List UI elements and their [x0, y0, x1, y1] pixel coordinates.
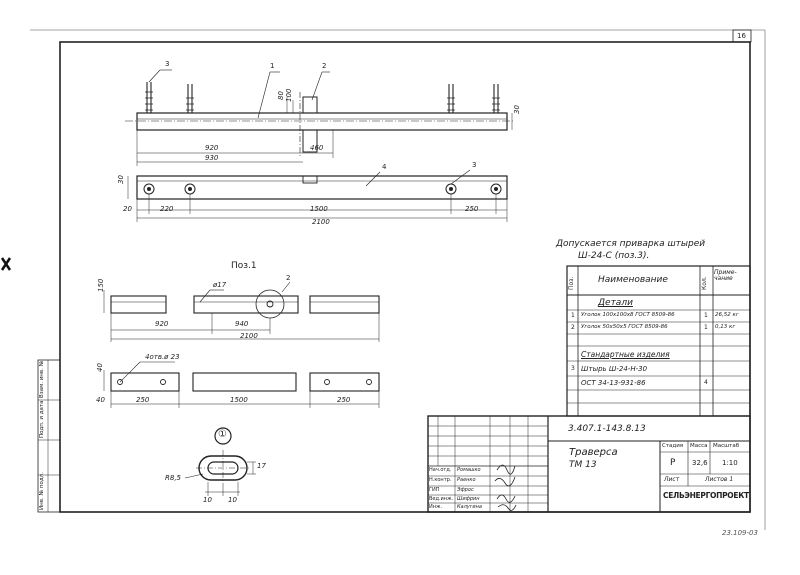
role-2: Н.контр.	[429, 477, 452, 483]
dim-2100-top: 2100	[312, 218, 330, 226]
leader-4: 4	[382, 163, 387, 171]
scale-value: 1:10	[722, 459, 738, 467]
signature-1	[496, 464, 516, 475]
spec-row1-note: 26,52 кг	[715, 312, 739, 318]
dim-2100-mid: 2100	[240, 332, 258, 340]
leader-2-detail: 2	[286, 274, 291, 282]
mass-value: 32,6	[692, 459, 708, 467]
footer-code: 23.109-03	[722, 529, 758, 537]
note-line1: Допускается приварка штырей	[556, 239, 706, 249]
dim-20: 20	[123, 205, 132, 213]
side-label-1: Взам. инв. №	[39, 360, 45, 398]
spec-row2-pos: 2	[571, 324, 575, 331]
section-1-slot	[184, 427, 256, 496]
signature-3	[496, 494, 516, 503]
mass-header: Масса	[690, 443, 708, 449]
spec-row3-name1: Штырь Ш-24-Н-30	[581, 365, 648, 373]
name-1: Ромашко	[457, 467, 481, 473]
dim-1500: 1500	[310, 205, 328, 213]
spec-row3-qty: 4	[704, 379, 708, 386]
spec-col-note: Приме-чание	[714, 269, 737, 282]
edge-mark	[0, 257, 12, 271]
dim-40-b: 40	[96, 396, 105, 404]
spec-group2: Стандартные изделия	[581, 350, 670, 359]
dim-1500-b: 1500	[230, 396, 248, 404]
organization: СЕЛЬЭНЕРГОПРОЕКТ	[663, 491, 749, 500]
role-3: ГИП	[429, 487, 440, 493]
spec-row2-note: 0,13 кг	[715, 324, 736, 330]
dim-10-a: 10	[203, 496, 212, 504]
dim-40-a: 40	[96, 363, 104, 372]
spec-row1-qty: 1	[704, 312, 708, 319]
role-1: Нач.отд.	[429, 467, 452, 473]
beam-elevation	[125, 69, 515, 166]
title-line2: ТМ 13	[569, 460, 597, 470]
dim-phi17: ø17	[213, 281, 227, 289]
beam-plan	[127, 169, 508, 222]
leader-1: 1	[270, 62, 275, 70]
dim-100: 100	[285, 88, 293, 102]
dim-250-r: 250	[337, 396, 351, 404]
dim-920-mid: 920	[155, 320, 169, 328]
dim-940: 940	[235, 320, 249, 328]
spec-row3-pos: 3	[571, 365, 575, 372]
note-line2: Ш-24-С (поз.3).	[578, 251, 650, 261]
spec-col-qty: Кол.	[701, 276, 708, 290]
leader-2: 2	[322, 62, 327, 70]
dim-250-l: 250	[136, 396, 150, 404]
name-3: Эфрос	[457, 487, 474, 493]
section-mark: ①	[218, 429, 227, 440]
title-line1: Траверса	[569, 447, 618, 458]
sheets-label: Листов 1	[705, 476, 734, 483]
dim-r85: R8,5	[165, 474, 181, 482]
page-number: 16	[737, 32, 746, 40]
dim-930: 930	[205, 154, 219, 162]
side-label-3: Инв. № подл.	[39, 472, 45, 510]
stage-value: Р	[670, 458, 676, 468]
dim-holes: 4отв.ø 23	[145, 353, 180, 361]
spec-row2-name: Уголок 50х50х5 ГОСТ 8509-86	[581, 324, 668, 330]
name-5: Калугина	[457, 504, 482, 510]
signature-4	[497, 504, 517, 511]
spec-row2-qty: 1	[704, 324, 708, 331]
role-5: Инж.	[429, 504, 443, 510]
leader-3-plan: 3	[472, 161, 477, 169]
doc-code: 3.407.1-143.8.13	[568, 424, 646, 434]
stage-header: Стадия	[662, 443, 684, 449]
page-number-box	[732, 29, 752, 43]
detail-pos1-plan	[103, 281, 380, 342]
dim-220: 220	[160, 205, 174, 213]
spec-row1-pos: 1	[571, 312, 575, 319]
dim-17: 17	[257, 462, 266, 470]
sheet-label: Лист	[664, 476, 680, 483]
specification-table	[566, 265, 751, 417]
detail-pos1-view	[103, 361, 380, 408]
spec-row1-name: Уголок 100х100х8 ГОСТ 8509-86	[581, 312, 675, 318]
spec-col-pos: Поз.	[568, 276, 575, 290]
dim-250-top: 250	[465, 205, 479, 213]
name-4: Шифрин	[457, 496, 480, 502]
role-4: Вед.инж.	[429, 496, 454, 502]
signature-2	[494, 476, 516, 487]
dim-80: 80	[277, 91, 285, 100]
dim-150: 150	[97, 278, 105, 292]
detail-title: Поз.1	[231, 261, 257, 271]
dim-30-a: 30	[513, 105, 521, 114]
title-block	[427, 415, 751, 513]
spec-col-name: Наименование	[598, 275, 668, 285]
side-strip	[37, 359, 61, 513]
scale-header: Масштаб	[713, 443, 740, 449]
spec-row3-name2: ОСТ 34-13-931-86	[581, 379, 646, 387]
dim-30-b: 30	[117, 175, 125, 184]
dim-920-top: 920	[205, 144, 219, 152]
spec-group1: Детали	[598, 298, 633, 308]
name-2: Раенко	[457, 477, 476, 483]
dim-460: 460	[310, 144, 324, 152]
leader-3-top: 3	[165, 60, 170, 68]
dim-10-b: 10	[228, 496, 237, 504]
side-label-2: Подп. и дата	[39, 400, 45, 438]
